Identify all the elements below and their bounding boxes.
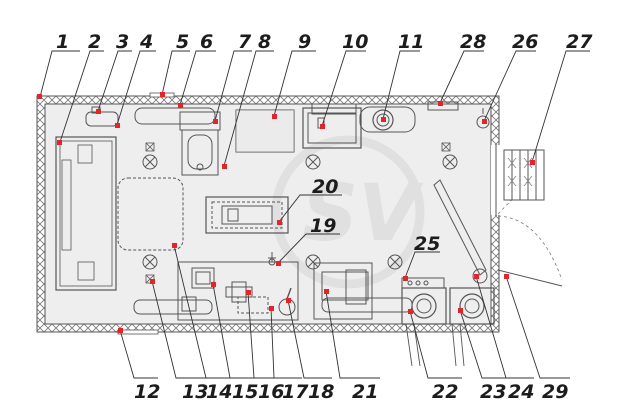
lamp-26 xyxy=(476,108,490,129)
callout-21: 21 xyxy=(352,381,378,403)
door-opening xyxy=(491,145,563,287)
entrance-stairs xyxy=(503,149,545,201)
watermark-logo: SV xyxy=(271,135,425,289)
callout-12: 12 xyxy=(134,381,160,403)
callout-23: 23 xyxy=(480,381,506,403)
callout-26: 26 xyxy=(512,31,538,53)
callout-markers xyxy=(37,92,535,333)
callout-15: 15 xyxy=(232,381,258,403)
callout-22: 22 xyxy=(432,381,458,403)
round-tank xyxy=(359,106,416,133)
callout-4: 4 xyxy=(139,31,153,53)
callout-20: 20 xyxy=(312,176,338,198)
callout-7: 7 xyxy=(238,31,252,53)
callout-9: 9 xyxy=(298,31,311,53)
callout-19: 19 xyxy=(310,215,336,237)
leader-lines xyxy=(39,50,590,379)
diagonal-rail xyxy=(433,179,487,276)
equipment-22-23 xyxy=(401,268,495,367)
central-zone xyxy=(117,177,184,251)
callouts-mid: 20 19 25 xyxy=(310,176,440,255)
callout-2: 2 xyxy=(88,31,101,53)
callout-10: 10 xyxy=(342,31,368,53)
callout-1: 1 xyxy=(56,31,69,53)
lower-workbench xyxy=(133,252,299,321)
left-cabinet xyxy=(55,136,117,291)
upper-furniture xyxy=(134,107,295,176)
callout-24: 24 xyxy=(508,381,534,403)
sink-unit xyxy=(302,103,362,149)
callouts-top: 1 2 3 4 5 6 7 8 9 10 11 28 26 27 xyxy=(56,31,593,53)
callout-28: 28 xyxy=(460,31,486,53)
svg-text:SV: SV xyxy=(302,169,424,259)
ceiling-lights xyxy=(142,154,458,270)
callout-16: 16 xyxy=(258,381,284,403)
callout-27: 27 xyxy=(566,31,593,53)
callout-11: 11 xyxy=(398,31,424,53)
equipment-21 xyxy=(313,262,413,320)
callout-14: 14 xyxy=(206,381,232,403)
callout-5: 5 xyxy=(176,31,189,53)
callout-25: 25 xyxy=(414,233,440,255)
callout-6: 6 xyxy=(200,31,213,53)
callout-18: 18 xyxy=(308,381,334,403)
callout-8: 8 xyxy=(258,31,271,53)
callouts-bottom: 12 13 14 15 16 17 18 21 22 23 24 29 xyxy=(134,381,568,403)
callout-3: 3 xyxy=(116,31,129,53)
callout-17: 17 xyxy=(282,381,309,403)
center-table xyxy=(205,196,289,234)
callout-29: 29 xyxy=(542,381,568,403)
callout-13: 13 xyxy=(182,381,208,403)
